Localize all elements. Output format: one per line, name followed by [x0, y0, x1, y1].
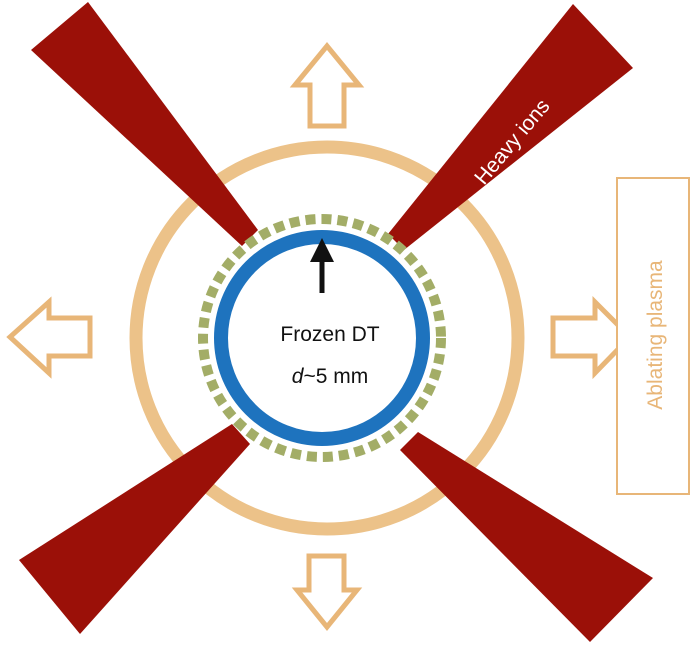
arrow-up-icon [289, 42, 365, 129]
diameter-variable: d [292, 365, 305, 388]
diameter-value: ~5 mm [303, 365, 368, 388]
heavy-ion-beam-upper-left [31, 2, 258, 246]
ablator-dashed-ring [198, 214, 446, 462]
heavy-ion-beam-upper-right [388, 4, 633, 250]
radius-arrow-icon [310, 238, 334, 293]
arrow-left-icon [6, 296, 93, 379]
heavy-ion-beam-lower-right [400, 432, 653, 642]
heavy-ion-beam-lower-left [19, 424, 250, 634]
arrow-down-icon [291, 553, 363, 631]
diameter-label: d~5 mm [292, 365, 368, 388]
ablating-plasma-label: Ablating plasma [644, 260, 667, 410]
dt-shell [214, 230, 430, 446]
ablation-ring [129, 140, 525, 536]
frozen-dt-label: Frozen DT [280, 323, 379, 346]
arrow-right-icon [550, 295, 634, 380]
ablating-plasma-box [616, 177, 690, 495]
